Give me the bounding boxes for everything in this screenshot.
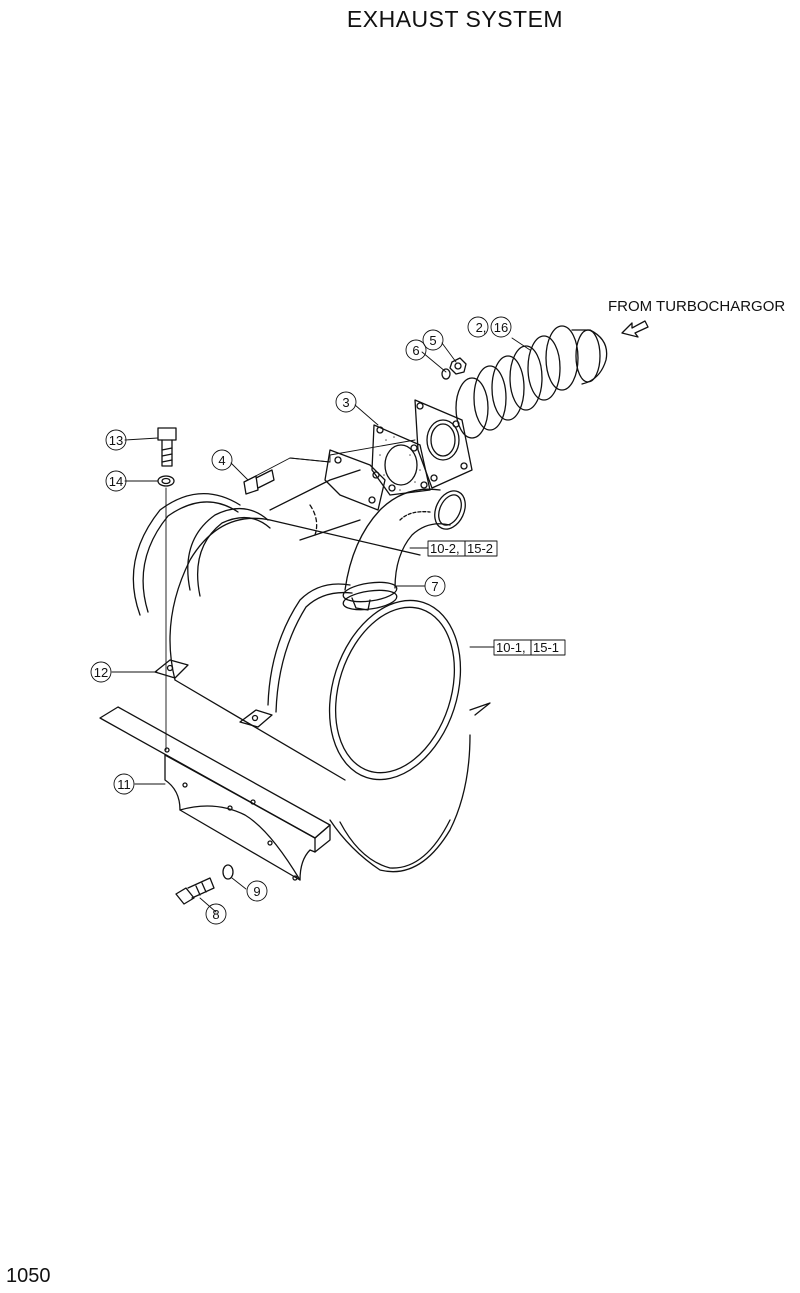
callout-3: 3 xyxy=(335,391,357,413)
svg-text:16: 16 xyxy=(494,320,508,335)
callout-4: 4 xyxy=(211,449,233,471)
washer-6 xyxy=(441,368,451,380)
bolt-8 xyxy=(175,877,215,905)
callout-9: 9 xyxy=(246,880,268,902)
svg-text:15-1: 15-1 xyxy=(533,640,559,655)
svg-text:10-2,: 10-2, xyxy=(430,541,460,556)
callout-14: 14 xyxy=(105,470,127,492)
svg-text:8: 8 xyxy=(212,907,219,922)
page-title: EXHAUST SYSTEM xyxy=(346,6,564,32)
svg-text:5: 5 xyxy=(429,333,436,348)
flange-bellows xyxy=(414,399,473,489)
svg-text:2,: 2, xyxy=(476,320,487,335)
callout-2: 2, xyxy=(467,316,489,338)
hex-nut xyxy=(449,357,467,375)
svg-text:11: 11 xyxy=(117,777,131,792)
svg-text:9: 9 xyxy=(253,884,260,899)
gasket xyxy=(371,424,431,496)
leader-lines xyxy=(111,337,531,913)
pipe-clamp xyxy=(342,581,398,611)
support-bracket xyxy=(99,702,491,881)
svg-text:14: 14 xyxy=(109,474,123,489)
callout-13: 13 xyxy=(105,429,127,451)
page-number: 1050 xyxy=(6,1265,51,1287)
callout-7: 7 xyxy=(424,575,446,597)
label-10-2-15-2: 10-2, 15-2 xyxy=(427,540,498,557)
bellows-pipe xyxy=(455,325,608,439)
svg-text:12: 12 xyxy=(94,665,108,680)
washer-14 xyxy=(157,475,175,487)
bolt-4 xyxy=(243,469,275,495)
svg-text:10-1,: 10-1, xyxy=(496,640,526,655)
callout-12: 12 xyxy=(90,661,112,683)
svg-text:6: 6 xyxy=(412,343,419,358)
label-10-1-15-1: 10-1, 15-1 xyxy=(493,639,566,656)
from-turbocharger-note: FROM TURBOCHARGOR xyxy=(608,298,786,315)
flange-muffler xyxy=(324,449,386,511)
callout-8: 8 xyxy=(205,903,227,925)
svg-text:4: 4 xyxy=(218,453,225,468)
svg-text:13: 13 xyxy=(109,433,123,448)
svg-text:3: 3 xyxy=(342,395,349,410)
svg-text:15-2: 15-2 xyxy=(467,541,493,556)
muffler-body xyxy=(132,469,471,873)
callout-11: 11 xyxy=(113,773,135,795)
bolt-13 xyxy=(157,427,177,467)
callout-16: 16 xyxy=(490,316,512,338)
flow-arrow-icon xyxy=(621,320,649,338)
elbow-pipe xyxy=(344,488,466,591)
callout-6: 6 xyxy=(405,339,427,361)
callout-5: 5 xyxy=(422,329,444,351)
svg-text:7: 7 xyxy=(431,579,438,594)
washer-9 xyxy=(222,864,234,880)
